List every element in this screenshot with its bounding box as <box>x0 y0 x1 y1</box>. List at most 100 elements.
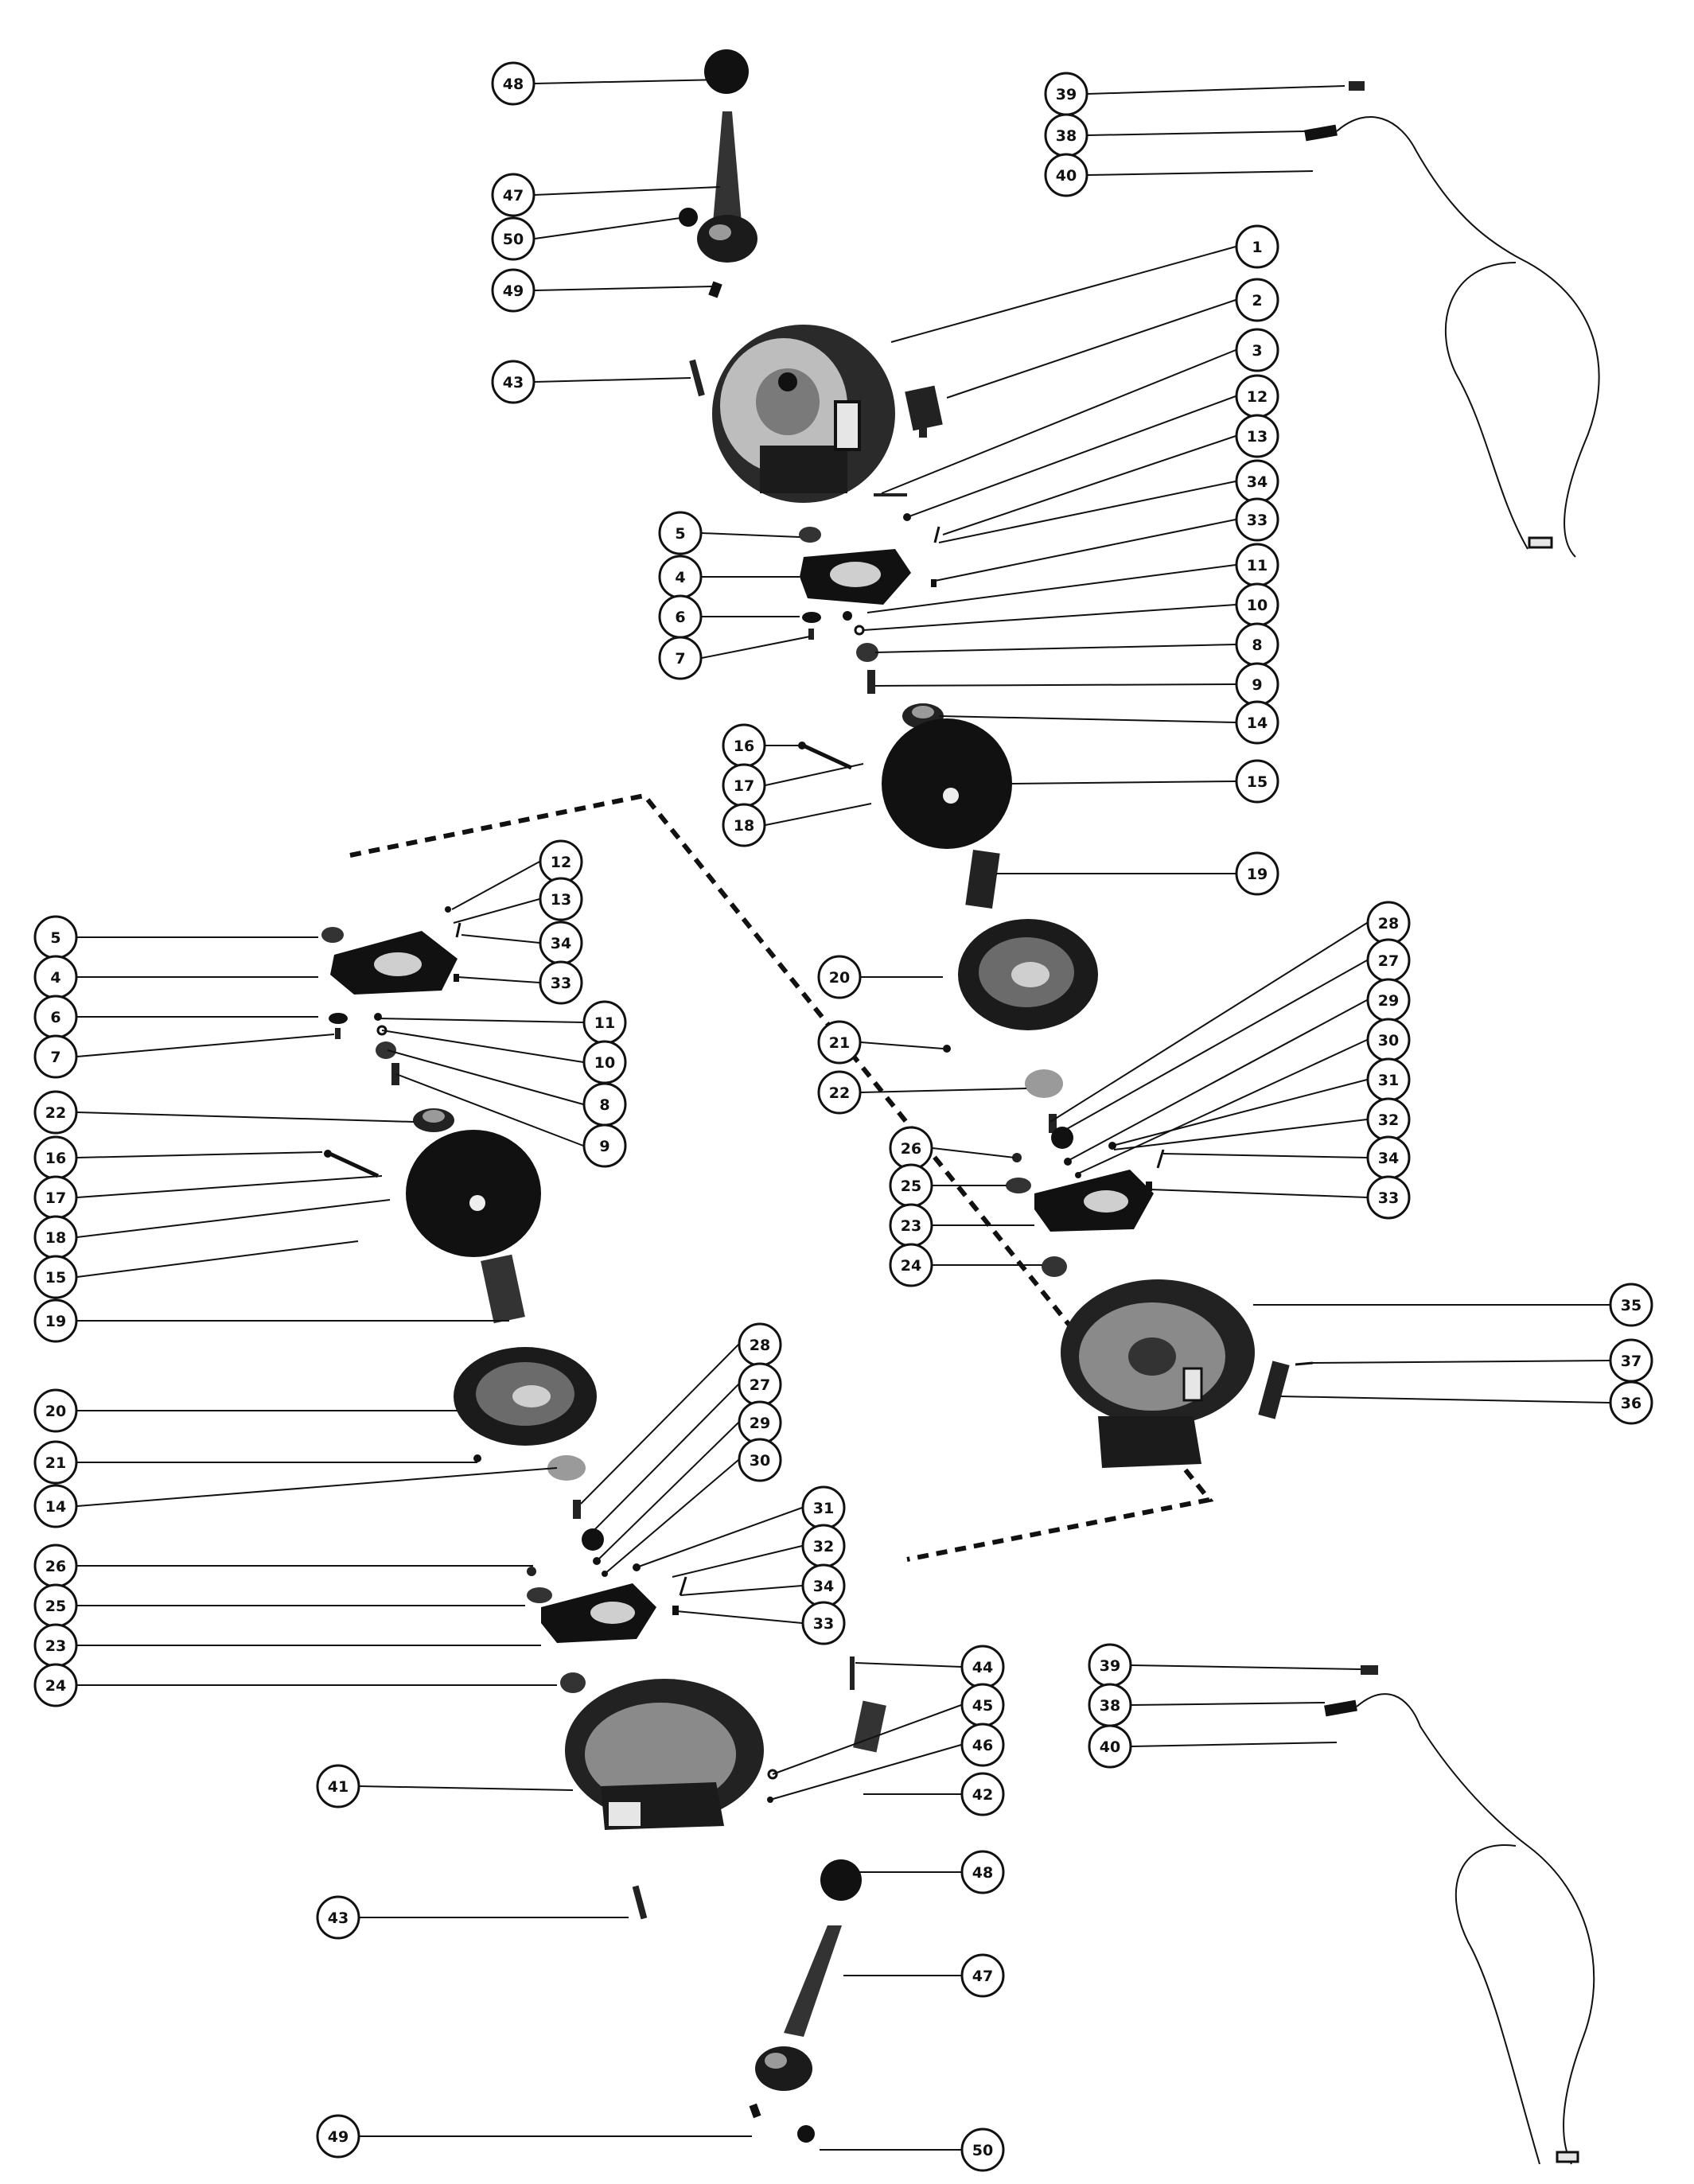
callout-49: 49 <box>491 268 713 313</box>
callout-number: 16 <box>45 1150 66 1167</box>
callout-37: 37 <box>1312 1338 1653 1383</box>
callout-number: 9 <box>599 1138 609 1155</box>
callout-bubble <box>1235 328 1279 372</box>
wire-harness-upper <box>1304 81 1600 558</box>
leader-line <box>76 1199 391 1238</box>
callout-number: 23 <box>901 1217 921 1235</box>
callout-number: 20 <box>45 1403 66 1420</box>
callout-number: 40 <box>1056 167 1077 185</box>
leader-line <box>680 1585 803 1596</box>
callout-1: 1 <box>890 224 1279 343</box>
callout-49: 49 <box>316 2114 752 2159</box>
callout-bubble <box>889 1243 933 1287</box>
leader-line <box>1112 1079 1368 1147</box>
callout-30: 30 <box>1077 1018 1411 1174</box>
leader-line <box>1149 1189 1368 1198</box>
callout-13: 13 <box>942 414 1279 535</box>
callout-bubble <box>491 268 535 313</box>
callout-16: 16 <box>722 723 800 768</box>
callout-number: 31 <box>813 1500 834 1517</box>
callout-number: 45 <box>972 1697 993 1715</box>
shaft-19-upper <box>965 849 1000 909</box>
callout-number: 50 <box>503 231 524 248</box>
callout-42: 42 <box>863 1772 1005 1816</box>
callout-bubble <box>1609 1283 1653 1327</box>
callout-26: 26 <box>889 1126 1015 1170</box>
callout-40: 40 <box>1088 1724 1338 1769</box>
leader-line <box>906 395 1236 518</box>
callout-bubble <box>316 1764 360 1808</box>
callout-10: 10 <box>863 582 1279 631</box>
callout-bubble <box>960 2128 1005 2172</box>
callout-47: 47 <box>843 1953 1005 1998</box>
leader-line <box>1312 1360 1610 1364</box>
callout-bubble <box>658 511 703 555</box>
leader-line <box>946 299 1236 399</box>
callout-number: 22 <box>829 1084 850 1102</box>
callout-number: 10 <box>1247 597 1268 614</box>
leader-line <box>1280 1396 1610 1403</box>
callout-31: 31 <box>636 1485 846 1568</box>
callout-bubble <box>316 2114 360 2159</box>
callout-number: 41 <box>328 1778 349 1796</box>
leader-line <box>1113 1119 1368 1150</box>
leader-line <box>76 1151 323 1158</box>
callout-bubble <box>316 1895 360 1940</box>
wire-harness-lower <box>1324 1665 1595 2165</box>
callout-21: 21 <box>33 1440 477 1485</box>
leader-line <box>636 1507 803 1568</box>
leader-line <box>769 1744 962 1801</box>
callout-number: 1 <box>1252 239 1262 256</box>
gear-plate-lower <box>324 1130 541 1257</box>
callout-18: 18 <box>33 1199 391 1259</box>
leader-line <box>1087 170 1314 176</box>
switch-lower <box>853 1700 886 1753</box>
callout-5: 5 <box>658 511 800 555</box>
callout-bubble <box>539 960 583 1005</box>
callout-23: 23 <box>33 1623 541 1668</box>
callout-4: 4 <box>33 955 318 999</box>
leader-line <box>359 1785 574 1791</box>
callout-bubble <box>33 1440 78 1485</box>
callout-43: 43 <box>316 1895 629 1940</box>
leader-line <box>676 1610 803 1624</box>
callout-number: 28 <box>1378 915 1399 932</box>
callout-number: 25 <box>901 1178 921 1195</box>
callout-33: 33 <box>1149 1175 1411 1220</box>
callout-number: 34 <box>813 1578 834 1595</box>
leader-line <box>938 715 1236 723</box>
callout-number: 14 <box>1247 714 1268 732</box>
leader-line <box>381 1030 584 1063</box>
callout-23: 23 <box>889 1203 1034 1248</box>
callout-number: 42 <box>972 1786 993 1804</box>
callout-layer: 4847504943393840123121334331110891415195… <box>33 61 1653 2172</box>
gear-plate-upper <box>798 718 1012 849</box>
callout-number: 17 <box>45 1189 66 1207</box>
callout-41: 41 <box>316 1764 574 1808</box>
callout-46: 46 <box>769 1723 1005 1801</box>
callout-number: 28 <box>750 1337 770 1354</box>
callout-6: 6 <box>33 995 318 1039</box>
lever-and-knob-lower <box>749 1859 862 2143</box>
callout-number: 2 <box>1252 292 1262 309</box>
callout-number: 31 <box>1378 1072 1399 1089</box>
callout-30: 30 <box>604 1438 782 1575</box>
callout-bubble <box>33 1298 78 1343</box>
cam-plate-upper <box>943 919 1098 1098</box>
leader-line <box>580 1344 739 1505</box>
leader-line <box>863 604 1236 631</box>
callout-bubble <box>1235 759 1279 804</box>
callout-number: 40 <box>1100 1738 1120 1756</box>
callout-32: 32 <box>672 1524 846 1578</box>
callout-number: 22 <box>45 1104 66 1122</box>
leader-line <box>874 683 1236 687</box>
leader-line <box>534 216 687 239</box>
callout-bubble <box>1088 1724 1132 1769</box>
callout-number: 18 <box>45 1229 66 1247</box>
callout-9: 9 <box>874 662 1279 707</box>
leader-line <box>1087 85 1345 95</box>
cover-plate-upper <box>799 527 911 640</box>
callout-34: 34 <box>461 921 583 965</box>
callout-number: 24 <box>45 1677 66 1695</box>
